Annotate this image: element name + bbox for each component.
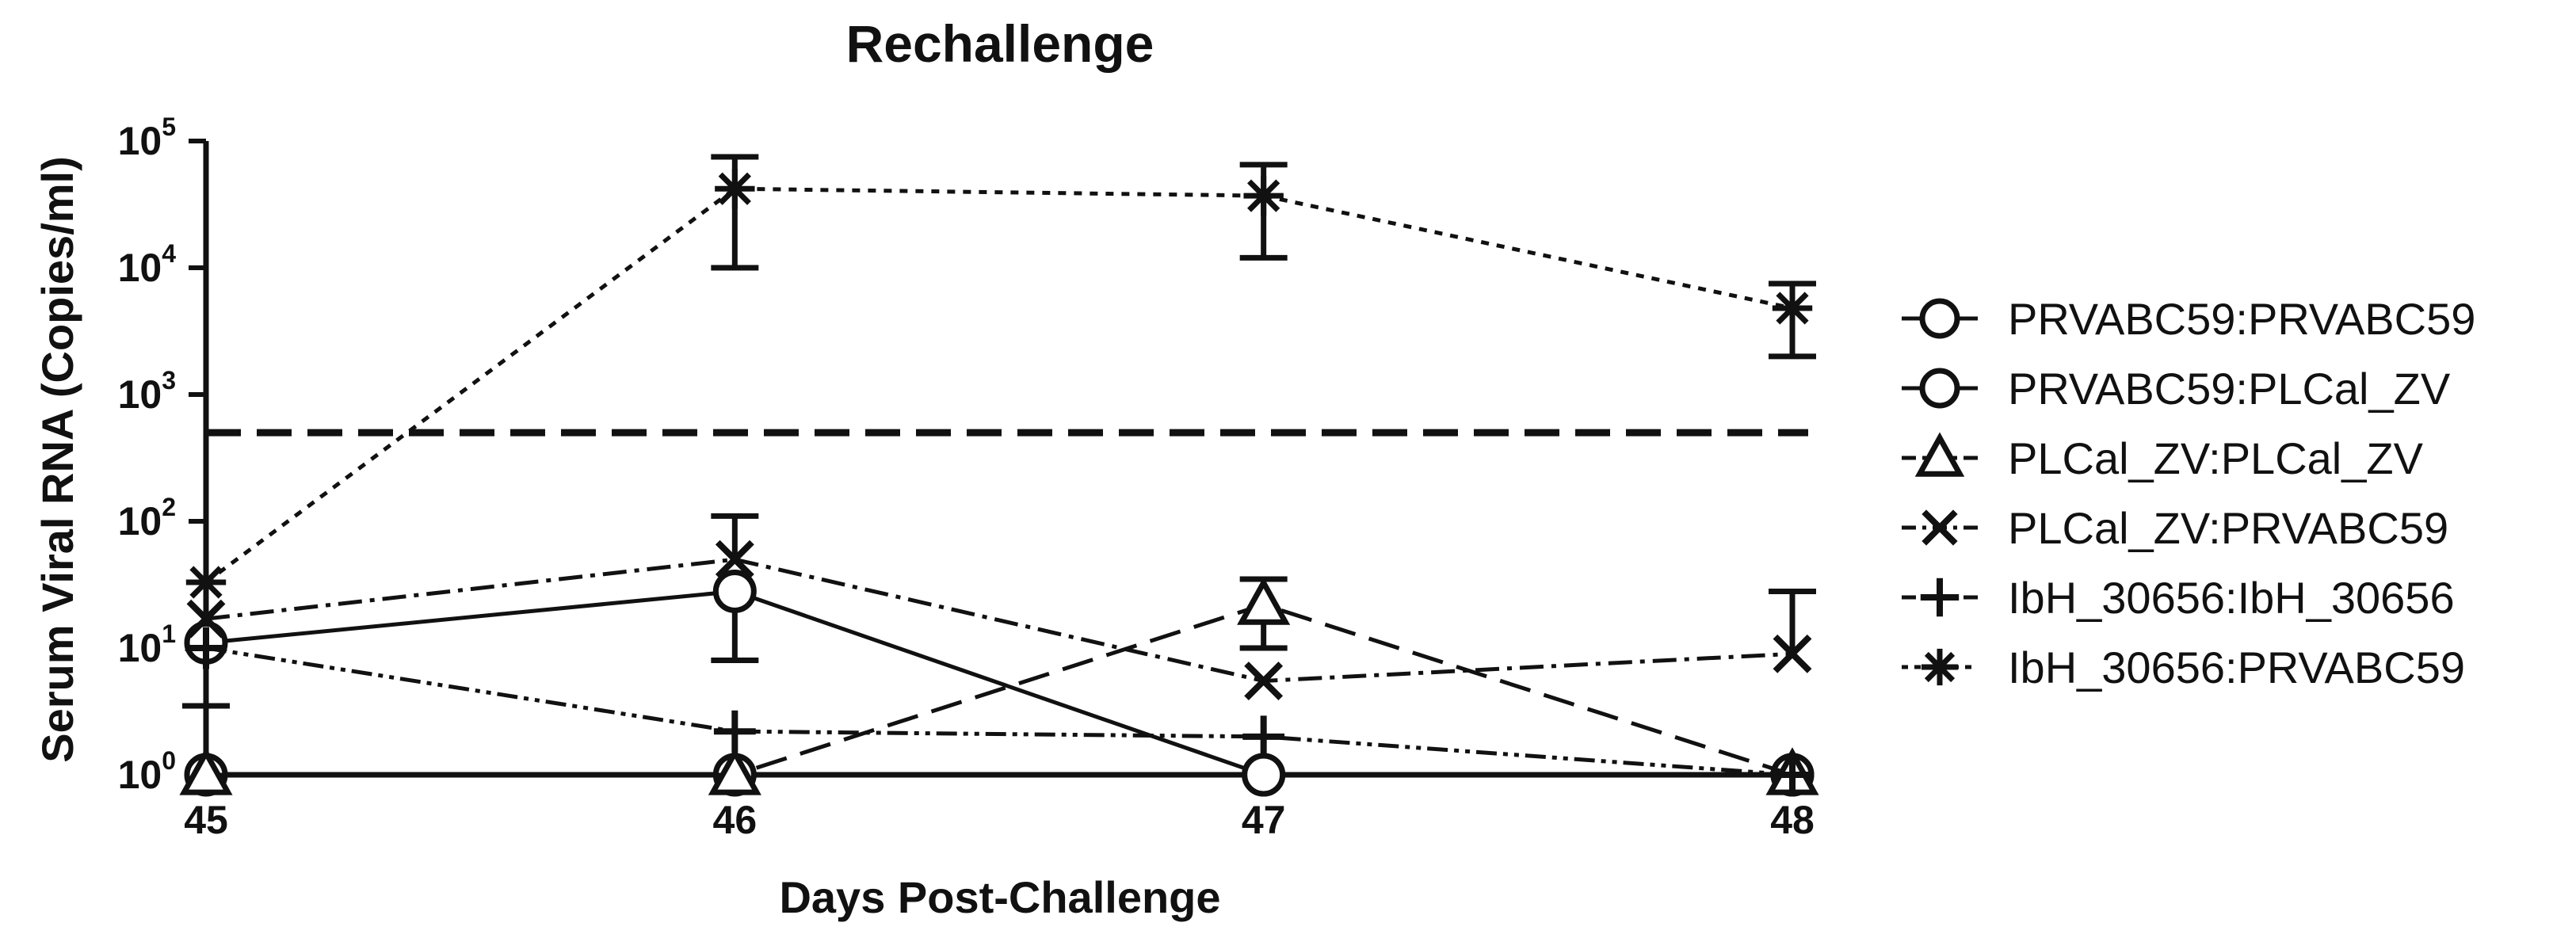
marker-triangle: [1914, 432, 1965, 477]
data-point: [712, 569, 757, 613]
data-point: [1237, 577, 1291, 625]
marker-cross: [1244, 662, 1284, 700]
y-tick-label: 104: [118, 239, 177, 290]
y-tick-base: 10: [118, 626, 162, 670]
data-point: [1773, 634, 1812, 673]
legend-marker: [1919, 298, 1960, 339]
series-prvabc59-plcal-zv: [182, 569, 1815, 797]
marker-star: [185, 562, 227, 603]
legend-marker: [1922, 509, 1958, 546]
marker-plus: [185, 627, 227, 669]
legend-item: PRVABC59:PRVABC59: [1902, 294, 2475, 344]
legend-marker: [1919, 368, 1960, 409]
legend-marker: [1920, 578, 1960, 617]
series-line: [206, 602, 1793, 777]
legend-marker: [1914, 432, 1965, 477]
legend-label: PRVABC59:PRVABC59: [2008, 294, 2475, 344]
marker-circle: [712, 569, 757, 613]
y-tick-exponent: 0: [162, 746, 176, 775]
y-tick-label: 101: [118, 620, 176, 670]
legend-label: PLCal_ZV:PLCal_ZV: [2008, 433, 2424, 483]
marker-plus: [1242, 715, 1285, 758]
marker-star: [1921, 648, 1959, 686]
series-plcal-zv-plcal-zv: [179, 576, 1819, 795]
y-tick-label: 105: [118, 112, 176, 163]
data-point: [1771, 753, 1814, 796]
data-point: [1243, 175, 1284, 216]
series-layer: [179, 154, 1819, 797]
y-tick-label: 100: [118, 746, 176, 797]
marker-cross: [186, 599, 226, 639]
data-point: [185, 562, 227, 603]
y-tick-base: 10: [118, 499, 162, 543]
legend-item: IbH_30656:PRVABC59: [1902, 642, 2465, 692]
series-line: [205, 646, 1793, 777]
marker-plus: [713, 710, 756, 753]
x-tick-label: 48: [1770, 798, 1815, 842]
marker-triangle: [179, 747, 233, 795]
legend-label: IbH_30656:PRVABC59: [2008, 642, 2465, 692]
series-line: [204, 186, 1793, 585]
chart-title: Rechallenge: [846, 14, 1154, 73]
marker-star: [715, 169, 755, 209]
data-point: [185, 627, 227, 669]
legend-item: PRVABC59:PLCal_ZV: [1902, 364, 2451, 414]
marker-triangle: [708, 747, 761, 795]
marker-plus: [1771, 753, 1814, 796]
marker-star: [1772, 288, 1813, 329]
legend-label: PRVABC59:PLCal_ZV: [2008, 364, 2451, 414]
y-tick-base: 10: [118, 246, 162, 290]
series-plcal-zv-prvabc59: [186, 513, 1816, 700]
y-tick-base: 10: [118, 119, 162, 163]
marker-cross: [715, 540, 754, 579]
legend-item: IbH_30656:IbH_30656: [1902, 573, 2455, 623]
y-tick-base: 10: [118, 372, 162, 417]
legend-label: PLCal_ZV:PRVABC59: [2008, 503, 2448, 553]
marker-circle: [1919, 298, 1960, 339]
data-point: [715, 169, 755, 209]
data-point: [715, 540, 754, 579]
marker-circle: [1919, 368, 1960, 409]
marker-cross: [1773, 634, 1812, 673]
data-point: [708, 747, 761, 795]
marker-plus: [1920, 578, 1960, 617]
marker-star: [1243, 175, 1284, 216]
data-point: [1772, 288, 1813, 329]
marker-triangle: [1237, 577, 1291, 625]
x-axis-label: Days Post-Challenge: [779, 872, 1220, 922]
legend-item: PLCal_ZV:PLCal_ZV: [1902, 432, 2424, 483]
y-tick-base: 10: [118, 753, 162, 797]
marker-cross: [1922, 509, 1958, 546]
legend-label: IbH_30656:IbH_30656: [2008, 573, 2455, 623]
legend-item: PLCal_ZV:PRVABC59: [1902, 503, 2448, 553]
y-tick-exponent: 5: [162, 112, 176, 141]
data-point: [713, 710, 756, 753]
marker-circle: [1242, 753, 1286, 797]
series-ibh-30656-prvabc59: [185, 154, 1816, 603]
series-line: [205, 589, 1792, 777]
y-tick-exponent: 1: [162, 620, 176, 648]
legend-marker: [1921, 648, 1959, 686]
data-point: [179, 747, 233, 795]
x-tick-label: 47: [1242, 798, 1286, 842]
y-tick-exponent: 2: [162, 493, 176, 521]
y-axis-label: Serum Viral RNA (Copies/ml): [32, 156, 82, 763]
series-ibh-30656-ibh-30656: [185, 627, 1814, 796]
x-tick-label: 46: [713, 798, 758, 842]
data-point: [1242, 715, 1285, 758]
y-tick-exponent: 4: [162, 239, 176, 268]
y-tick-label: 103: [118, 366, 176, 417]
x-tick-label: 45: [184, 798, 228, 842]
y-tick-exponent: 3: [162, 366, 176, 395]
y-tick-label: 102: [118, 493, 176, 543]
data-point: [1244, 662, 1284, 700]
data-point: [186, 599, 226, 639]
data-point: [1242, 753, 1286, 797]
series-line: [205, 557, 1793, 684]
